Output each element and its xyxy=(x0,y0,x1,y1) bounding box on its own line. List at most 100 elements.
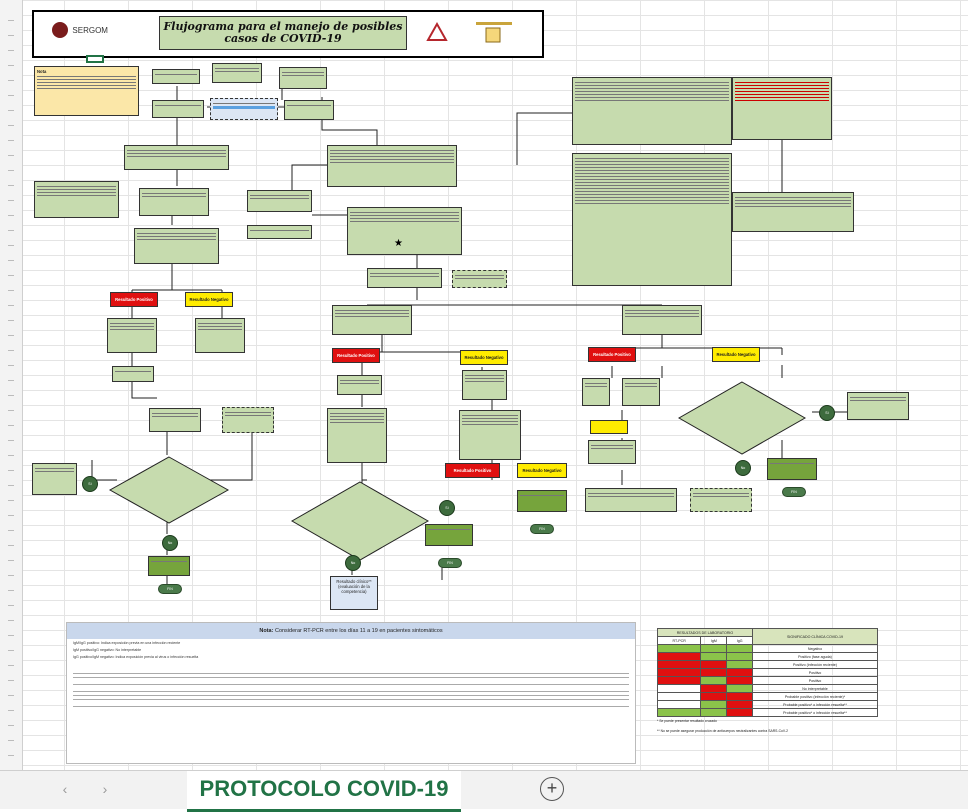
note-line-3: IgG positivo/IgM negativo: Indica exposi… xyxy=(73,655,199,659)
flow-box-retorno-right[interactable] xyxy=(767,458,817,480)
lab-row: Positivo (fase aguda) xyxy=(752,652,878,661)
flow-box-reintegro-left[interactable] xyxy=(195,318,245,353)
flow-box-alta-left[interactable] xyxy=(112,366,154,382)
plus-circle-icon: + xyxy=(546,778,558,798)
lab-col-pcr: RT-PCR xyxy=(656,636,702,645)
lab-row: Positivo (infección reciente) xyxy=(752,660,878,669)
page-title: Flujograma para el manejo de posibles ca… xyxy=(159,16,407,50)
sergom-logo: SERGOM xyxy=(52,22,142,46)
result-negative-center-2: Resultado Negativo xyxy=(517,463,567,478)
decision-diamond-left[interactable] xyxy=(108,455,230,525)
title-line-2: casos de COVID-19 xyxy=(224,32,342,45)
lab-row: Probable positivo (infección reciente)* xyxy=(752,692,878,701)
chevron-right-icon: › xyxy=(102,781,108,797)
result-positive-right: Resultado Positivo xyxy=(588,347,636,362)
flow-box-igg-center[interactable] xyxy=(622,305,702,335)
lab-footnote-2: ** No se puede asegurar producción de an… xyxy=(657,729,788,733)
star-icon: ★ xyxy=(394,238,403,249)
flow-box-contactos[interactable] xyxy=(34,181,119,218)
flow-box-aislamiento-center[interactable] xyxy=(247,225,312,239)
flow-box-aislar-center[interactable] xyxy=(337,375,382,395)
lab-row: No interpretable xyxy=(752,684,878,693)
flow-box-igm-igg[interactable] xyxy=(582,378,610,406)
flow-box-obligatorio-center[interactable] xyxy=(452,270,507,288)
flow-box-aislar-left[interactable] xyxy=(107,318,157,353)
flow-box-cuestionario-center[interactable] xyxy=(327,145,457,187)
result-negative-right: Resultado Negativo xyxy=(712,347,760,362)
flow-box-pcr-center[interactable] xyxy=(332,305,412,335)
lab-col-igm: IgM xyxy=(700,636,728,645)
title-line-1: Flujograma para el manejo de posibles xyxy=(163,20,403,33)
flow-box-indagar[interactable] xyxy=(284,100,334,120)
note-heading: Nota: Considerar RT-PCR entre los días 1… xyxy=(67,623,635,639)
flow-box-obligatorio-right[interactable] xyxy=(690,488,752,512)
sheet-tab-protocolo[interactable]: PROTOCOLO COVID-19 xyxy=(187,771,461,812)
note-box-text: Nota xyxy=(37,69,47,74)
next-sheet-button[interactable]: › xyxy=(96,779,114,799)
report-box-2[interactable] xyxy=(732,77,832,140)
flow-box-registrar[interactable] xyxy=(152,100,204,118)
report-box-4[interactable] xyxy=(732,192,854,232)
result-negative-center: Resultado Negativo xyxy=(460,350,508,365)
flow-box-informacion[interactable] xyxy=(210,98,278,120)
report-box-3[interactable] xyxy=(572,153,732,286)
flow-box-continuar-left[interactable] xyxy=(32,463,77,495)
row-headers[interactable] xyxy=(0,0,23,770)
flow-start-box[interactable] xyxy=(152,69,200,84)
flow-box-seguimiento-right[interactable] xyxy=(585,488,677,512)
flow-box-laboratorio[interactable] xyxy=(134,228,219,264)
partner-logo-1 xyxy=(424,20,450,46)
flow-box-reintegro-center[interactable] xyxy=(462,370,507,400)
flow-box-resultado-clinico[interactable]: Resultado clínico** (evaluación de la co… xyxy=(330,576,378,610)
selected-cell-marker[interactable] xyxy=(86,55,104,63)
decision-yes-center: Sí xyxy=(439,500,455,516)
sergom-logo-text: SERGOM xyxy=(72,25,108,35)
flow-box-igm[interactable] xyxy=(622,378,660,406)
fin-pill-left: FIN xyxy=(158,584,182,594)
lab-row: Positivo xyxy=(752,676,878,685)
fin-pill-center: FIN xyxy=(438,558,462,568)
flow-box-sintomas-center[interactable]: ★ xyxy=(347,207,462,255)
lab-header-right: SIGNIFICADO CLÍNICA COVID-19 xyxy=(752,628,878,645)
flow-box-retorno-left[interactable] xyxy=(148,556,190,576)
flow-box-evaluar-center[interactable] xyxy=(327,408,387,463)
decision-diamond-center[interactable] xyxy=(290,480,430,562)
lab-footnote-1: * Se puede presentar resultado cruzado xyxy=(657,719,717,723)
decision-no-left: No xyxy=(162,535,178,551)
report-box-1[interactable] xyxy=(572,77,732,145)
flow-box-obligatorio-left[interactable] xyxy=(222,407,274,433)
add-sheet-button[interactable]: + xyxy=(540,777,564,801)
flow-box-sintomas[interactable] xyxy=(212,63,262,83)
result-negative-left: Resultado Negativo xyxy=(185,292,233,307)
flow-box-seguimiento-center[interactable] xyxy=(367,268,442,288)
flow-box-retorno-center[interactable] xyxy=(425,524,473,546)
decision-diamond-right[interactable] xyxy=(677,380,807,456)
flow-box-referir[interactable] xyxy=(247,190,312,212)
lab-row: Negativo xyxy=(752,644,878,653)
flow-box-seguimiento[interactable] xyxy=(139,188,209,216)
flow-box-reprueba-center[interactable] xyxy=(459,410,521,460)
sheet-tab-bar: ‹ › PROTOCOLO COVID-19 + xyxy=(0,770,968,812)
decision-yes-right: Sí xyxy=(819,405,835,421)
chevron-left-icon: ‹ xyxy=(62,781,68,797)
lab-col-igg: IgG xyxy=(726,636,753,645)
note-line-1: IgM/IgG positivo: Indica exposición prev… xyxy=(73,641,181,645)
flow-box-evaluar-right[interactable] xyxy=(588,440,636,464)
flow-box-continuar-right[interactable] xyxy=(847,392,909,420)
lab-row: Probable positivo* o infección resuelta*… xyxy=(752,700,878,709)
prev-sheet-button[interactable]: ‹ xyxy=(56,779,74,799)
flow-box-aislamiento[interactable] xyxy=(279,67,327,89)
result-positive-center: Resultado Positivo xyxy=(332,348,380,363)
note-box: Nota xyxy=(34,66,139,116)
flow-box-retorno-center-2[interactable] xyxy=(517,490,567,512)
result-positive-left: Resultado Positivo xyxy=(110,292,158,307)
flow-box-seguimiento-left[interactable] xyxy=(149,408,201,432)
note-panel: Nota: Considerar RT-PCR entre los días 1… xyxy=(66,622,636,764)
partner-logo-2-icon xyxy=(476,22,512,43)
partner-logo-1-icon xyxy=(426,21,448,41)
decision-no-center: No xyxy=(345,555,361,571)
fin-pill-center-2: FIN xyxy=(530,524,554,534)
fin-pill-right: FIN xyxy=(782,487,806,497)
title-banner: SERGOM Flujograma para el manejo de posi… xyxy=(32,10,544,58)
flow-box-cuestionario[interactable] xyxy=(124,145,229,170)
